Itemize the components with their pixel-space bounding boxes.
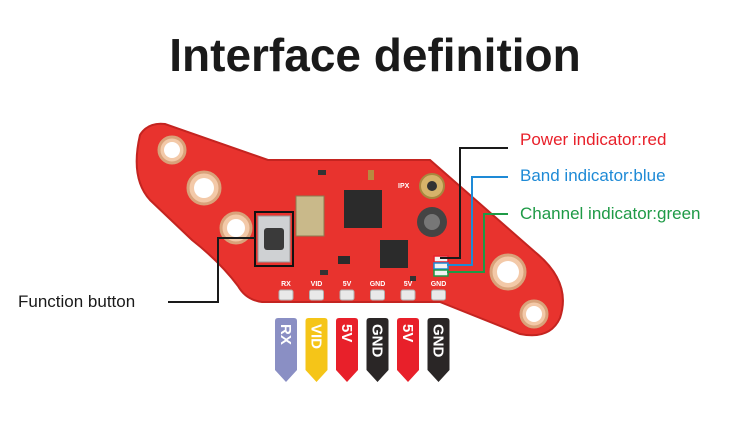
pad-silk-label: VID xyxy=(311,281,323,288)
band-indicator-label: Band indicator:blue xyxy=(520,166,666,185)
solder-pad xyxy=(370,289,385,301)
ipx-silkscreen: IPX xyxy=(398,183,410,190)
components xyxy=(295,170,447,281)
solder-pads xyxy=(278,289,446,301)
pin-tab-label: 5V xyxy=(338,324,355,342)
pin-tab-shape xyxy=(397,318,419,382)
channel-indicator-label: Channel indicator:green xyxy=(520,204,701,223)
pin-tab-shape xyxy=(336,318,358,382)
pin-tab: GND xyxy=(366,318,389,382)
pad-silk-label: 5V xyxy=(404,281,413,288)
pad-silk-label: GND xyxy=(370,281,386,288)
solder-pad xyxy=(431,289,446,301)
pin-tab-label: GND xyxy=(369,324,386,358)
pin-tab: VID xyxy=(305,318,328,382)
pin-tab: RX xyxy=(275,318,297,382)
pin-tabs: RX VID 5V GND 5V GND xyxy=(275,318,450,382)
pin-tab-label: RX xyxy=(277,324,294,345)
pin-tab-shape xyxy=(275,318,297,382)
pad-silk-label: RX xyxy=(281,281,291,288)
pad-silk-label: GND xyxy=(431,281,447,288)
pin-tab: GND xyxy=(427,318,450,382)
pad-silkscreen: RX VID 5V GND 5V GND xyxy=(281,281,446,288)
mounting-holes xyxy=(157,135,549,329)
solder-pad xyxy=(400,289,416,301)
pin-tab-shape xyxy=(427,318,450,382)
pad-silk-label: 5V xyxy=(343,281,352,288)
solder-pad xyxy=(278,289,294,301)
pcb-board xyxy=(135,122,564,337)
page-title: Interface definition xyxy=(169,29,581,81)
pin-tab-shape xyxy=(366,318,389,382)
pin-tab-shape xyxy=(305,318,328,382)
pin-tab: 5V xyxy=(336,318,358,382)
power-indicator-label: Power indicator:red xyxy=(520,130,667,149)
function-button-label: Function button xyxy=(18,292,136,311)
solder-pad xyxy=(309,289,324,301)
pin-tab: 5V xyxy=(397,318,419,382)
callout-lines xyxy=(168,147,508,303)
function-button[interactable] xyxy=(254,211,294,267)
solder-pad xyxy=(339,289,355,301)
pin-tab-label: GND xyxy=(430,324,447,358)
pin-tab-label: 5V xyxy=(399,324,416,342)
pin-tab-label: VID xyxy=(308,324,325,349)
